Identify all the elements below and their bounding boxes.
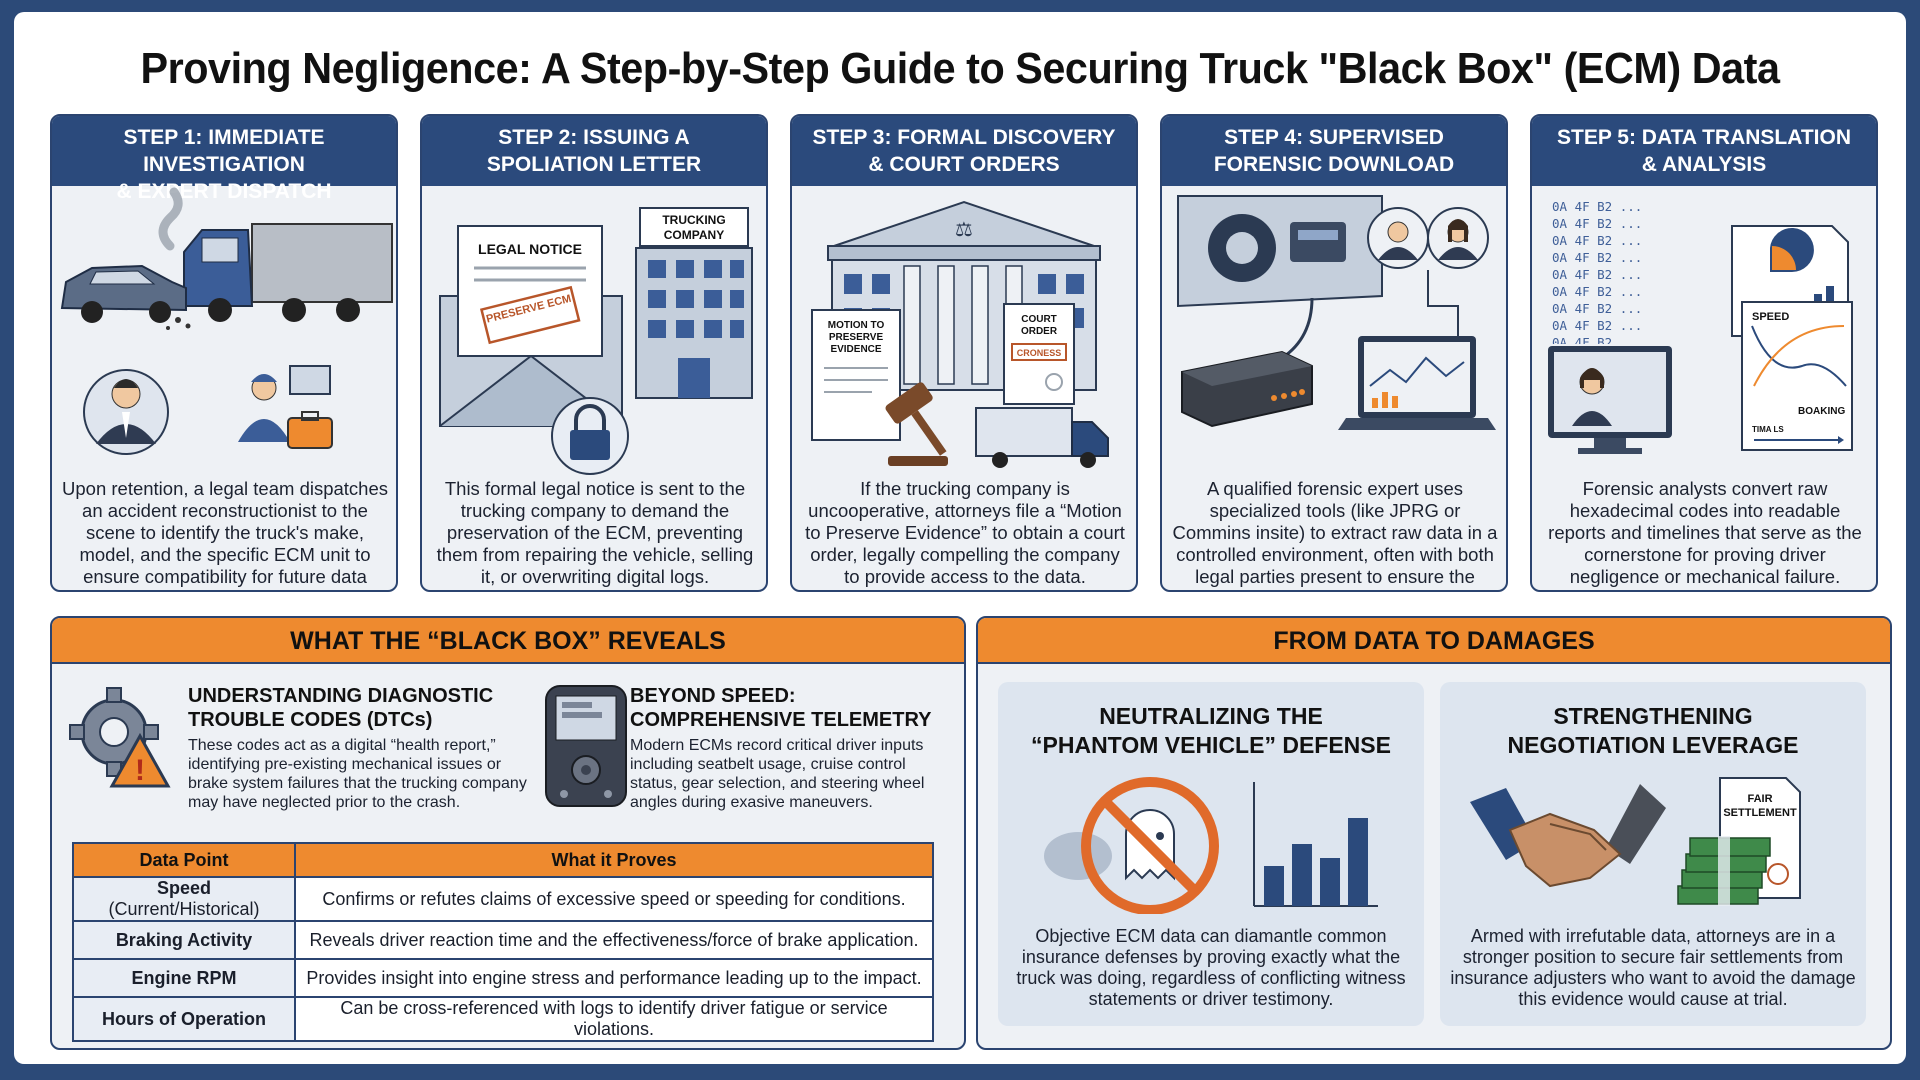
svg-text:PRESERVE: PRESERVE	[829, 332, 884, 343]
phantom-vehicle-title: NEUTRALIZING THE “PHANTOM VEHICLE” DEFEN…	[1031, 703, 1391, 758]
step-5-title-line-1: STEP 5: DATA TRANSLATION	[1557, 126, 1851, 149]
hex-line: 0A 4F B2 ...	[1552, 233, 1643, 248]
dtc-title: UNDERSTANDING DIAGNOSTIC TROUBLE CODES (…	[188, 685, 494, 731]
step-5-title-line-2: & ANALYSIS	[1641, 153, 1767, 176]
svg-text:⚖: ⚖	[955, 219, 973, 241]
negotiation-leverage-description: Armed with irrefutable data, attorneys a…	[1450, 926, 1856, 1009]
svg-text:COMPANY: COMPANY	[664, 228, 724, 242]
step-2-header: STEP 2: ISSUING A SPOLIATION LETTER	[422, 116, 766, 186]
step-1-title-line-1: STEP 1: IMMEDIATE INVESTIGATION	[123, 126, 325, 176]
phantom-vehicle-description: Objective ECM data can diamantle common …	[1016, 926, 1406, 1009]
col-header-what-it-proves: What it Proves	[294, 842, 934, 878]
data-point-cell: Speed (Current/Historical)	[72, 876, 296, 922]
svg-text:EVIDENCE: EVIDENCE	[830, 344, 881, 355]
step-4-header: STEP 4: SUPERVISED FORENSIC DOWNLOAD	[1162, 116, 1506, 186]
spoliation-letter-illustration: LEGAL NOTICE PRESERVE ECM TRUCKING COMPA…	[439, 207, 753, 475]
step-3-title-line-2: & COURT ORDERS	[868, 153, 1060, 176]
telemetry-description: Modern ECMs record critical driver input…	[630, 737, 925, 811]
step-3-description: If the trucking company is uncooperative…	[805, 478, 1125, 587]
negotiation-leverage-title: STRENGTHENING NEGOTIATION LEVERAGE	[1507, 703, 1799, 758]
table-row: Speed (Current/Historical) Confirms or r…	[72, 876, 934, 922]
dtc-description: These codes act as a digital “health rep…	[188, 737, 527, 811]
step-card-2: STEP 2: ISSUING A SPOLIATION LETTER LEGA…	[420, 114, 768, 592]
svg-text:COURT: COURT	[1021, 314, 1057, 325]
table-row: Braking Activity Reveals driver reaction…	[72, 920, 934, 960]
svg-text:MOTION TO: MOTION TO	[828, 320, 885, 331]
forensic-download-illustration	[1177, 195, 1496, 430]
table-row: Engine RPM Provides insight into engine …	[72, 958, 934, 998]
hex-line: 0A 4F B2 ...	[1552, 250, 1643, 265]
data-point-cell: Hours of Operation	[72, 996, 296, 1042]
data-to-damages-panel: FROM DATA TO DAMAGES NEUTRALIZING THE “P…	[976, 616, 1892, 1050]
data-point-cell: Engine RPM	[72, 958, 296, 998]
svg-text:FAIR: FAIR	[1747, 793, 1772, 805]
crash-scene-illustration	[60, 187, 393, 455]
hex-line: 0A 4F B2 ...	[1552, 318, 1643, 333]
proof-cell: Reveals driver reaction time and the eff…	[294, 920, 934, 960]
damages-panel-header: FROM DATA TO DAMAGES	[978, 618, 1890, 664]
step-3-title-line-1: STEP 3: FORMAL DISCOVERY	[812, 126, 1116, 149]
step-card-5: STEP 5: DATA TRANSLATION & ANALYSIS 0A 4…	[1530, 114, 1878, 592]
proof-cell: Provides insight into engine stress and …	[294, 958, 934, 998]
courthouse-illustration: ⚖ MOTION TO PRESERVE EVIDENCE	[811, 200, 1109, 468]
infographic: Proving Negligence: A Step-by-Step Guide…	[14, 12, 1906, 1064]
page-title: Proving Negligence: A Step-by-Step Guide…	[140, 44, 1780, 93]
reveals-panel-header: WHAT THE “BLACK BOX” REVEALS	[52, 618, 964, 664]
svg-text:ORDER: ORDER	[1021, 326, 1058, 337]
hex-line: 0A 4F B2 ...	[1552, 267, 1643, 282]
proof-cell: Can be cross-referenced with logs to ide…	[294, 996, 934, 1042]
svg-text:!: !	[135, 754, 145, 787]
phantom-vehicle-card: NEUTRALIZING THE “PHANTOM VEHICLE” DEFEN…	[998, 682, 1424, 1026]
steps-row: STEP 1: IMMEDIATE INVESTIGATION & EXPERT…	[50, 114, 1890, 594]
court-order-stamp: CRONESS	[1017, 348, 1062, 358]
step-5-description: Forensic analysts convert raw hexadecima…	[1548, 478, 1862, 587]
no-ghost-bar-chart-icon	[1044, 777, 1378, 914]
hex-line: 0A 4F B2 ...	[1552, 199, 1643, 214]
data-point-cell: Braking Activity	[72, 920, 296, 960]
step-card-3: STEP 3: FORMAL DISCOVERY & COURT ORDERS …	[790, 114, 1138, 592]
step-3-header: STEP 3: FORMAL DISCOVERY & COURT ORDERS	[792, 116, 1136, 186]
hex-line: 0A 4F B2 ...	[1552, 301, 1643, 316]
step-5-header: STEP 5: DATA TRANSLATION & ANALYSIS	[1532, 116, 1876, 186]
step-4-title-line-2: FORENSIC DOWNLOAD	[1213, 153, 1455, 176]
negotiation-leverage-card: STRENGTHENING NEGOTIATION LEVERAGE FAIR …	[1440, 682, 1866, 1026]
handshake-settlement-icon: FAIR SETTLEMENT	[1470, 777, 1801, 906]
speed-chart-label: SPEED	[1752, 311, 1789, 323]
hex-line: 0A 4F B2 ...	[1552, 216, 1643, 231]
legal-notice-label: LEGAL NOTICE	[478, 241, 582, 257]
diagnostic-scanner-icon	[545, 685, 627, 807]
hex-line: 0A 4F B2 ...	[1552, 335, 1643, 344]
analysis-report-illustration: SPEED BOAKING TIMA LS	[1548, 225, 1853, 454]
svg-text:SETTLEMENT: SETTLEMENT	[1723, 807, 1797, 819]
data-point-table: Data Point What it Proves Speed (Current…	[72, 842, 934, 1042]
step-4-description: A qualified forensic expert uses special…	[1172, 478, 1498, 590]
step-2-description: This formal legal notice is sent to the …	[436, 478, 754, 587]
hex-line: 0A 4F B2 ...	[1552, 284, 1643, 299]
time-axis-label: TIMA LS	[1752, 425, 1784, 434]
gear-warning-icon: !	[69, 687, 171, 788]
telemetry-title: BEYOND SPEED: COMPREHENSIVE TELEMETRY	[630, 685, 932, 731]
hex-code-list: 0A 4F B2 ... 0A 4F B2 ... 0A 4F B2 ... 0…	[1552, 198, 1672, 344]
braking-chart-label: BOAKING	[1798, 406, 1845, 417]
step-4-title-line-1: STEP 4: SUPERVISED	[1224, 126, 1444, 149]
black-box-reveals-panel: WHAT THE “BLACK BOX” REVEALS ! UNDERSTAN…	[50, 616, 966, 1050]
step-2-title-line-1: STEP 2: ISSUING A	[498, 126, 690, 149]
step-2-title-line-2: SPOLIATION LETTER	[486, 153, 702, 176]
step-card-1: STEP 1: IMMEDIATE INVESTIGATION & EXPERT…	[50, 114, 398, 592]
step-1-description: Upon retention, a legal team dispatches …	[62, 478, 389, 590]
table-row: Hours of Operation Can be cross-referenc…	[72, 996, 934, 1042]
svg-text:TRUCKING: TRUCKING	[662, 213, 725, 227]
proof-cell: Confirms or refutes claims of excessive …	[294, 876, 934, 922]
step-1-header: STEP 1: IMMEDIATE INVESTIGATION & EXPERT…	[52, 116, 396, 203]
col-header-data-point: Data Point	[72, 842, 296, 878]
step-1-title-line-2: & EXPERT DISPATCH	[116, 180, 332, 203]
step-card-4: STEP 4: SUPERVISED FORENSIC DOWNLOAD	[1160, 114, 1508, 592]
